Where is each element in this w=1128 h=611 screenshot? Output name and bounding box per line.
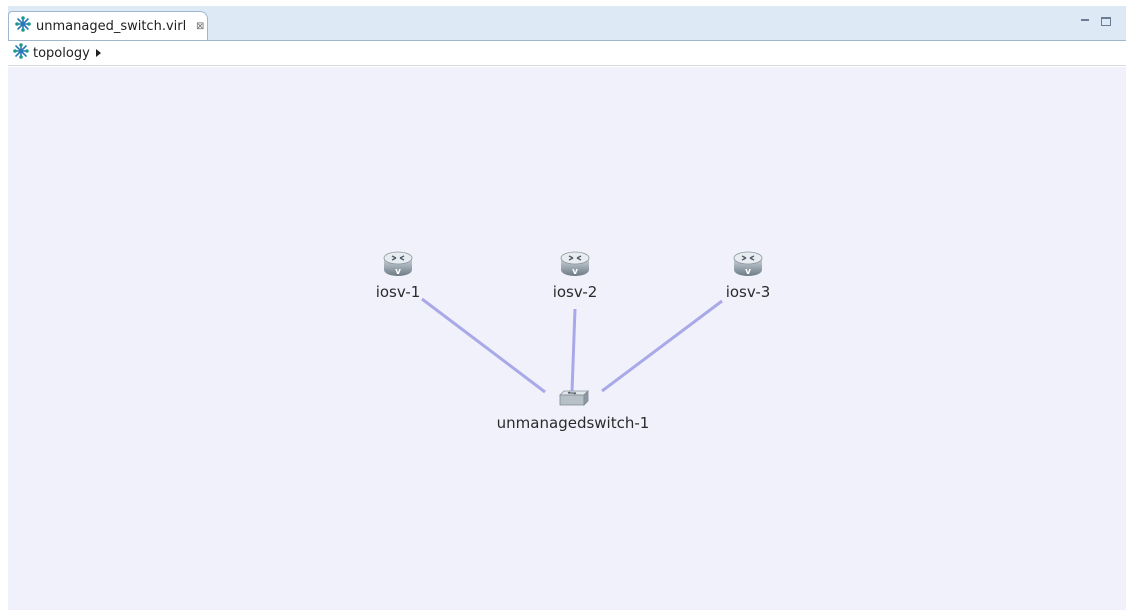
- switch-icon: [483, 389, 663, 413]
- editor-frame: unmanaged_switch.virl ⊠: [8, 6, 1126, 610]
- triangle-right-icon[interactable]: [95, 49, 101, 57]
- tab-title: unmanaged_switch.virl: [36, 18, 187, 34]
- editor-tab-bar: unmanaged_switch.virl ⊠: [8, 6, 1126, 41]
- close-icon[interactable]: ⊠: [196, 20, 205, 32]
- node-label: iosv-1: [375, 283, 421, 301]
- topology-canvas[interactable]: v iosv-1: [8, 67, 1126, 610]
- minimize-icon[interactable]: [1080, 16, 1091, 27]
- editor-tab[interactable]: unmanaged_switch.virl ⊠: [8, 11, 208, 40]
- node-label: iosv-2: [552, 283, 598, 301]
- svg-text:v: v: [745, 267, 751, 277]
- node-label: unmanagedswitch-1: [496, 414, 650, 432]
- topology-icon: [15, 16, 31, 36]
- maximize-icon[interactable]: [1101, 16, 1112, 27]
- router-icon: v: [505, 250, 645, 282]
- node-unmanagedswitch-1[interactable]: unmanagedswitch-1: [483, 389, 663, 432]
- router-icon: v: [328, 250, 468, 282]
- window-controls: [1080, 16, 1112, 27]
- topology-links: [421, 297, 723, 394]
- link-iosv-1-unmanagedswitch-1[interactable]: [421, 297, 546, 394]
- router-icon: v: [678, 250, 818, 282]
- node-iosv-2[interactable]: v iosv-2: [505, 250, 645, 301]
- topology-icon: [13, 43, 29, 63]
- svg-text:v: v: [395, 267, 401, 277]
- node-iosv-1[interactable]: v iosv-1: [328, 250, 468, 301]
- node-label: iosv-3: [725, 283, 771, 301]
- node-iosv-3[interactable]: v iosv-3: [678, 250, 818, 301]
- breadcrumb: topology: [8, 41, 1126, 66]
- svg-text:v: v: [572, 267, 578, 277]
- link-iosv-2-unmanagedswitch-1[interactable]: [570, 308, 577, 393]
- breadcrumb-topology[interactable]: topology: [33, 45, 90, 61]
- link-iosv-3-unmanagedswitch-1[interactable]: [601, 299, 723, 393]
